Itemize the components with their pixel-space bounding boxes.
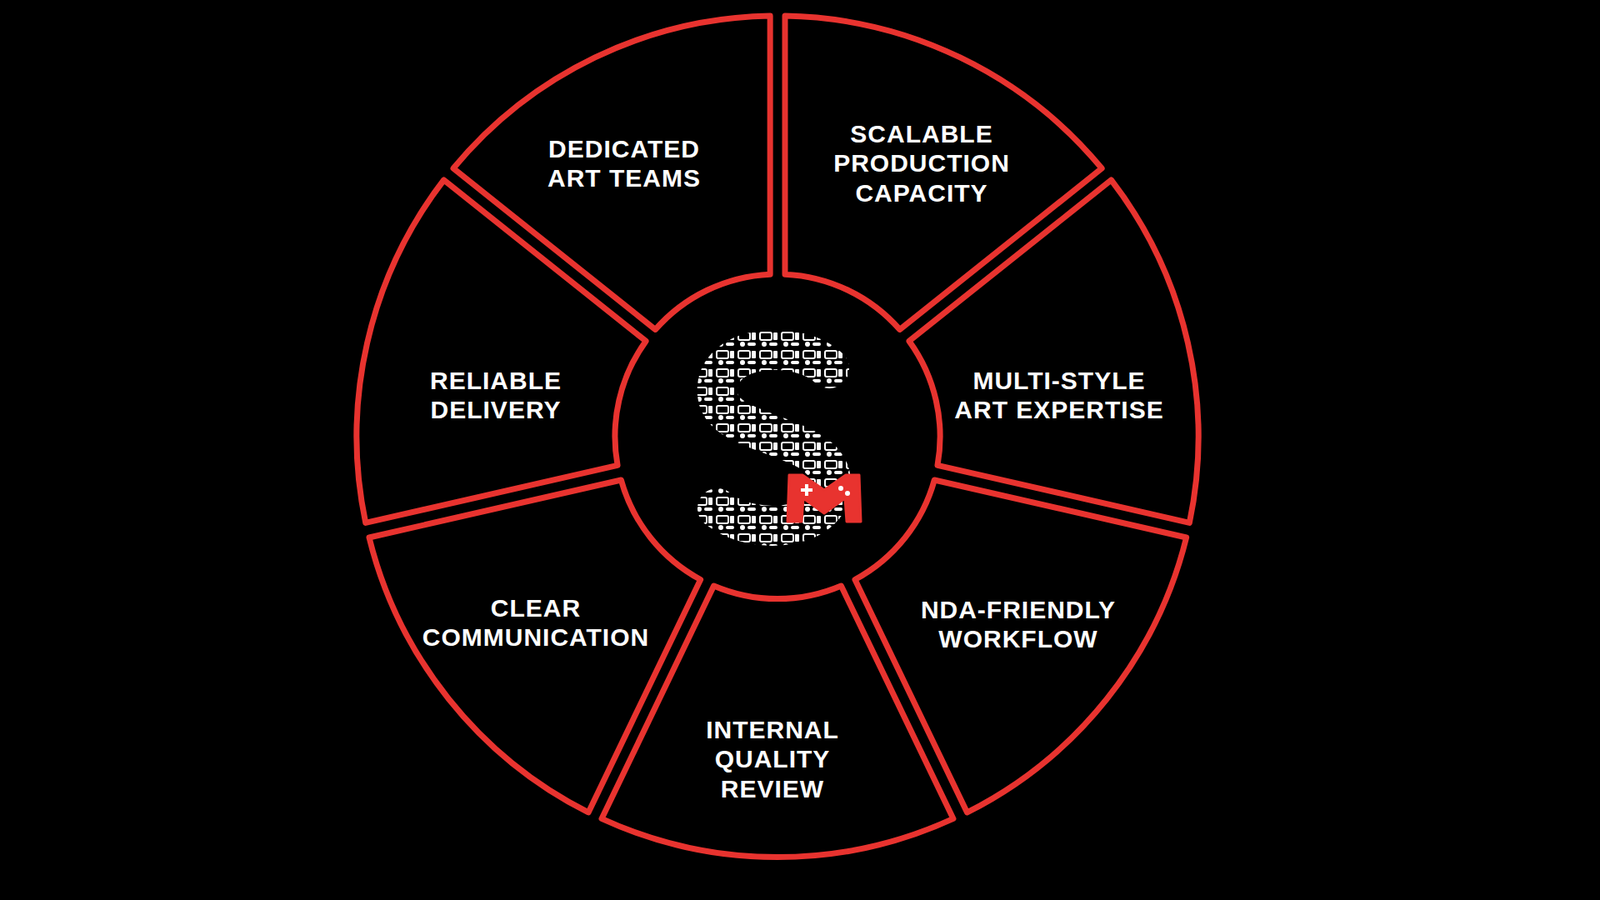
segment-label: RELIABLE DELIVERY — [400, 365, 592, 425]
segment-shape — [909, 180, 1199, 523]
segment-label: DEDICATED ART TEAMS — [528, 134, 720, 194]
ring-segment: RELIABLE DELIVERY — [347, 170, 655, 532]
segment-label: INTERNAL QUALITY REVIEW — [689, 715, 856, 804]
segment-label: SCALABLE PRODUCTION CAPACITY — [825, 119, 1018, 208]
ring-segment: CLEAR COMMUNICATION — [360, 470, 710, 822]
segment-shape — [356, 180, 646, 523]
segment-outline — [347, 170, 655, 532]
logo-m-gamepad — [787, 475, 861, 522]
segment-outline — [900, 170, 1208, 532]
segment-shape — [369, 480, 701, 813]
segment-label: NDA-FRIENDLY WORKFLOW — [912, 595, 1125, 655]
segment-label: CLEAR COMMUNICATION — [417, 593, 655, 653]
logo-s — [683, 325, 875, 550]
segment-label: MULTI-STYLE ART EXPERTISE — [943, 365, 1175, 425]
ring-segment: MULTI-STYLE ART EXPERTISE — [900, 170, 1208, 532]
